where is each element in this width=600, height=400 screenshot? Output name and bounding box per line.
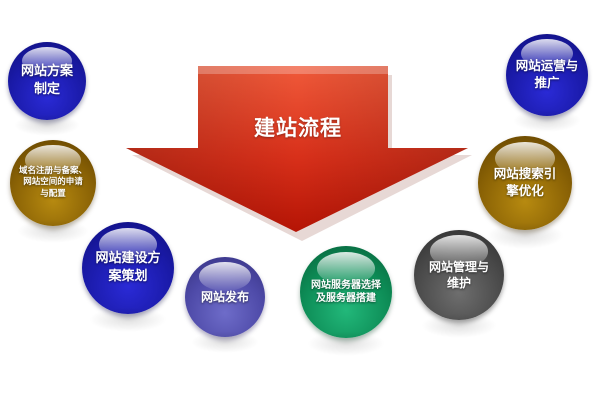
step-node-seo: 网站搜索引 擎优化 [478, 136, 572, 249]
step-node-operations: 网站运营与 推广 [506, 34, 588, 133]
step-label-line: 网站空间的申请 [23, 177, 83, 188]
step-label: 网站方案 制定 [21, 63, 73, 98]
step-node-server-setup: 网站服务器选择 及服务器搭建 [300, 246, 392, 357]
step-label: 网站管理与 维护 [429, 259, 489, 291]
step-label: 网站服务器选择 及服务器搭建 [311, 279, 381, 306]
step-label: 网站建设方 案策划 [95, 250, 160, 285]
step-label-line: 案策划 [108, 269, 148, 284]
step-label-line: 网站运营与 [515, 58, 579, 74]
step-node-build-planning: 网站建设方 案策划 [82, 222, 174, 333]
step-label: 网站运营与 推广 [516, 58, 579, 92]
step-node-domain-hosting: 域名注册与备案、 网站空间的申请 与配置 [10, 140, 96, 244]
down-arrow-shape [126, 66, 472, 241]
step-label-line: 与配置 [40, 188, 66, 199]
step-node-website-plan: 网站方案 制定 [8, 42, 86, 136]
step-label-line: 网站搜索引 [493, 166, 557, 182]
step-node-publish: 网站发布 [185, 257, 265, 353]
step-label-line: 网站建设方 [95, 251, 161, 267]
step-label-line: 网站发布 [200, 289, 249, 304]
step-node-maintenance: 网站管理与 维护 [414, 230, 504, 338]
step-label-line: 网站方案 [20, 64, 73, 80]
step-label-line: 制定 [33, 82, 60, 97]
step-label-line: 维护 [446, 276, 471, 290]
step-label-line: 及服务器搭建 [316, 293, 376, 304]
step-label: 网站搜索引 擎优化 [494, 166, 557, 200]
step-label-line: 域名注册与备案、 [18, 165, 87, 176]
step-label: 域名注册与备案、 网站空间的申请 与配置 [19, 166, 87, 200]
diagram-title: 建站流程 [254, 116, 342, 140]
step-label-line: 网站管理与 [428, 259, 489, 274]
step-label-line: 推广 [534, 75, 560, 90]
step-label-line: 网站服务器选择 [311, 279, 381, 291]
step-label-line: 擎优化 [506, 183, 544, 198]
step-label: 网站发布 [201, 289, 249, 305]
